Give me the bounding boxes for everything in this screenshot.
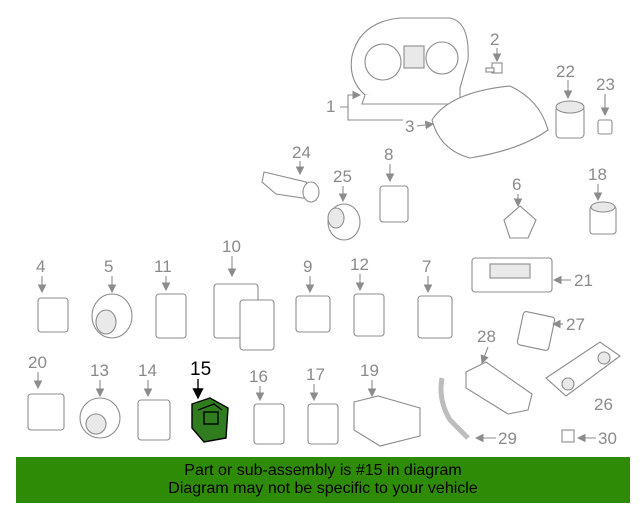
leader-1 (340, 90, 362, 108)
part-13-knob (79, 397, 121, 439)
part-10-headlamp-switch (213, 283, 275, 351)
part-9-switch (295, 295, 331, 333)
callout-19: 19 (360, 361, 379, 380)
callout-9: 9 (303, 257, 312, 276)
part-23-clip (597, 119, 613, 135)
callout-11: 11 (154, 257, 172, 276)
part-12-switch (353, 293, 385, 337)
part-15-switch-highlighted[interactable] (191, 397, 229, 443)
part-6-module (503, 205, 537, 239)
banner-line-2: Diagram may not be specific to your vehi… (168, 480, 478, 497)
callout-29: 29 (498, 429, 517, 448)
callout-25: 25 (333, 167, 352, 186)
leader-1b (347, 107, 403, 121)
callout-7: 7 (422, 257, 431, 276)
callout-14: 14 (138, 361, 157, 380)
callout-5: 5 (104, 257, 113, 276)
callout-20: 20 (28, 353, 47, 372)
info-banner: Part or sub-assembly is #15 in diagram D… (16, 457, 630, 503)
callout-8: 8 (384, 145, 393, 164)
callout-27: 27 (566, 315, 585, 334)
part-28-bracket (465, 361, 533, 415)
callout-6: 6 (512, 175, 521, 194)
leader-28 (480, 346, 489, 365)
part-29-hose (438, 377, 470, 440)
part-17-switch (307, 403, 339, 445)
callout-2: 2 (490, 30, 499, 49)
part-16-switch (253, 403, 285, 445)
part-24-lighter (261, 171, 320, 203)
part-4-switch (37, 297, 69, 333)
part-19-switch (353, 395, 421, 447)
part-5-knob (91, 293, 133, 339)
part-3-cluster-lens (431, 85, 549, 159)
banner-line-1: Part or sub-assembly is #15 in diagram (184, 462, 462, 479)
callout-16: 16 (249, 367, 268, 386)
leader-3 (416, 120, 435, 130)
part-21-control-panel (471, 257, 553, 293)
callout-1: 1 (326, 97, 335, 116)
callout-30: 30 (598, 429, 617, 448)
callout-4: 4 (36, 257, 45, 276)
callout-23: 23 (596, 75, 615, 94)
part-20-switch (27, 393, 65, 431)
callout-24: 24 (292, 143, 311, 162)
part-8-switch (379, 185, 409, 223)
part-7-switch (417, 295, 453, 339)
callout-15: 15 (190, 359, 211, 380)
part-14-switch (137, 399, 171, 441)
callout-17: 17 (306, 365, 325, 384)
part-22-switch (555, 100, 585, 139)
parts-diagram: 1 2 3 22 23 24 25 8 6 18 (27, 17, 621, 448)
part-11-switch (155, 293, 187, 339)
part-27-module (516, 311, 556, 351)
part-1-instrument-cluster (350, 17, 469, 105)
callout-10: 10 (222, 237, 241, 256)
callout-21: 21 (574, 271, 593, 290)
part-25-knob (327, 203, 361, 241)
callout-18: 18 (588, 165, 607, 184)
part-30-clip (561, 429, 575, 443)
callout-26: 26 (594, 395, 613, 414)
part-26-climate-control (545, 341, 621, 397)
callout-13: 13 (90, 361, 109, 380)
callout-12: 12 (350, 255, 369, 274)
callout-3: 3 (405, 117, 414, 136)
part-2-screw (485, 62, 503, 74)
callout-22: 22 (556, 62, 575, 81)
part-18-sensor (589, 201, 617, 235)
callout-28: 28 (477, 327, 496, 346)
